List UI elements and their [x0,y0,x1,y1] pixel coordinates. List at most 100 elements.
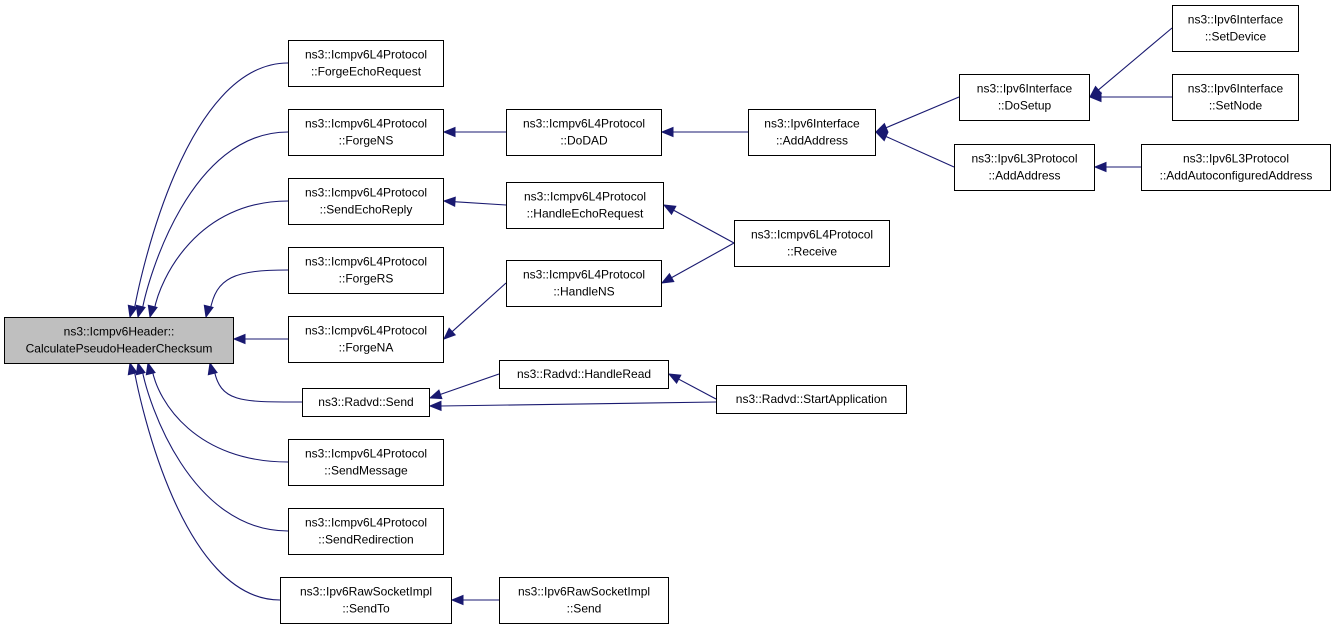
edge-line [451,282,507,333]
edge-send-echo-reply-to-root [147,200,289,319]
node-label-line: ns3::Ipv6RawSocketImpl [300,585,432,599]
edge-arrowhead [203,304,214,319]
node-label-line: ns3::Ipv6L3Protocol [971,152,1077,166]
node-box [288,316,444,363]
node-label-line: ns3::Radvd::Send [318,395,413,409]
node-send-echo-reply[interactable]: ns3::Icmpv6L4Protocol::SendEchoReply [288,178,444,225]
edge-layer [127,27,1173,606]
node-label-line: ns3::Icmpv6Header:: [64,325,175,339]
edge-line [672,209,735,244]
node-label-line: ns3::Icmpv6L4Protocol [524,190,646,204]
node-label-line: ns3::Ipv6Interface [977,82,1073,96]
node-send-message[interactable]: ns3::Icmpv6L4Protocol::SendMessage [288,439,444,486]
edge-line [209,269,289,312]
node-add-autoconfigured[interactable]: ns3::Ipv6L3Protocol::AddAutoconfiguredAd… [1141,144,1331,191]
edge-arrowhead [1088,91,1102,103]
edge-add-autoconfigured-to-l3-add-address [1093,161,1141,173]
edge-send-redirection-to-root [135,361,289,532]
node-iface-add-address[interactable]: ns3::Ipv6Interface::AddAddress [748,109,876,156]
node-label-line: ns3::Icmpv6L4Protocol [305,447,427,461]
node-label-line: ns3::Ipv6Interface [764,117,860,131]
node-label-line: ns3::Radvd::HandleRead [517,367,651,381]
edge-arrowhead [207,361,218,376]
edge-radvd-handle-read-to-radvd-send [428,373,500,400]
edge-line [439,401,717,407]
node-label-line: ns3::Ipv6L3Protocol [1183,152,1289,166]
node-label-line: ::ForgeNS [339,134,394,148]
node-label-line: ::AddAutoconfiguredAddress [1160,169,1313,183]
edge-arrowhead [1093,161,1107,173]
node-set-node[interactable]: ns3::Ipv6Interface::SetNode [1172,74,1299,121]
node-box [288,109,444,156]
node-label-line: ::AddAddress [776,134,848,148]
node-do-setup[interactable]: ns3::Ipv6Interface::DoSetup [959,74,1090,121]
node-label-line: ns3::Icmpv6L4Protocol [305,186,427,200]
edge-arrowhead [874,122,889,133]
edge-line [213,368,303,403]
edge-arrowhead [145,361,156,376]
node-label-line: ::ForgeRS [339,272,394,286]
edge-arrowhead [428,400,442,412]
node-forge-na[interactable]: ns3::Icmpv6L4Protocol::ForgeNA [288,316,444,363]
node-forge-rs[interactable]: ns3::Icmpv6L4Protocol::ForgeRS [288,247,444,294]
node-box [288,508,444,555]
node-raw-send-to[interactable]: ns3::Ipv6RawSocketImpl::SendTo [280,577,452,624]
node-do-dad[interactable]: ns3::Icmpv6L4Protocol::DoDAD [506,109,662,156]
node-receive[interactable]: ns3::Icmpv6L4Protocol::Receive [734,220,890,267]
node-box [288,178,444,225]
edge-line [439,373,500,396]
edge-line [1097,27,1173,91]
edge-arrowhead [135,304,146,319]
edge-line [677,378,717,400]
edge-iface-add-address-to-do-dad [660,126,748,138]
node-label-line: ::Send [567,602,602,616]
node-handle-echo-request[interactable]: ns3::Icmpv6L4Protocol::HandleEchoRequest [506,182,664,229]
node-label-line: CalculatePseudoHeaderChecksum [26,342,213,356]
node-box [506,109,662,156]
node-box [4,317,234,364]
node-box [302,388,430,417]
node-radvd-send[interactable]: ns3::Radvd::Send [302,388,430,417]
node-send-redirection[interactable]: ns3::Icmpv6L4Protocol::SendRedirection [288,508,444,555]
node-label-line: ns3::Icmpv6L4Protocol [305,117,427,131]
edge-arrowhead [232,333,246,345]
node-label-line: ::SendTo [342,602,390,616]
edge-forge-echo-request-to-root [127,62,289,319]
edge-line [153,200,289,312]
edge-send-message-to-root [145,361,289,463]
edge-line [141,131,289,312]
node-layer: ns3::Icmpv6Header::CalculatePseudoHeader… [4,5,1331,624]
edge-line [133,368,281,601]
edge-line [151,368,289,463]
node-raw-send[interactable]: ns3::Ipv6RawSocketImpl::Send [499,577,669,624]
node-label-line: ns3::Icmpv6L4Protocol [305,516,427,530]
edge-arrowhead [147,304,158,319]
edge-raw-send-to-to-root [127,361,281,601]
node-radvd-handle-read[interactable]: ns3::Radvd::HandleRead [499,360,669,389]
node-set-device[interactable]: ns3::Ipv6Interface::SetDevice [1172,5,1299,52]
edge-arrowhead [443,327,457,340]
node-forge-ns[interactable]: ns3::Icmpv6L4Protocol::ForgeNS [288,109,444,156]
edge-raw-send-to-raw-send-to [450,594,499,606]
node-label-line: ::SendEchoReply [320,203,413,217]
node-label-line: ns3::Icmpv6L4Protocol [305,48,427,62]
node-handle-ns[interactable]: ns3::Icmpv6L4Protocol::HandleNS [506,260,662,307]
edge-receive-to-handle-ns [660,242,735,284]
node-forge-echo-request[interactable]: ns3::Icmpv6L4Protocol::ForgeEchoRequest [288,40,444,87]
node-label-line: ns3::Radvd::StartApplication [736,392,887,406]
node-l3-add-address[interactable]: ns3::Ipv6L3Protocol::AddAddress [954,144,1095,191]
edge-arrowhead [662,204,677,216]
node-label-line: ::ForgeNA [339,341,394,355]
node-label-line: ns3::Icmpv6L4Protocol [751,228,873,242]
node-label-line: ns3::Icmpv6L4Protocol [305,324,427,338]
node-label-line: ns3::Ipv6RawSocketImpl [518,585,650,599]
edge-handle-echo-request-to-send-echo-reply [442,196,507,207]
node-box [499,577,669,624]
node-root[interactable]: ns3::Icmpv6Header::CalculatePseudoHeader… [4,317,234,364]
node-label-line: ::SetDevice [1205,30,1267,44]
edge-line [670,242,735,279]
edge-line [453,201,507,206]
node-label-line: ns3::Icmpv6L4Protocol [305,255,427,269]
node-start-application[interactable]: ns3::Radvd::StartApplication [716,385,907,414]
node-label-line: ::SetNode [1209,99,1263,113]
